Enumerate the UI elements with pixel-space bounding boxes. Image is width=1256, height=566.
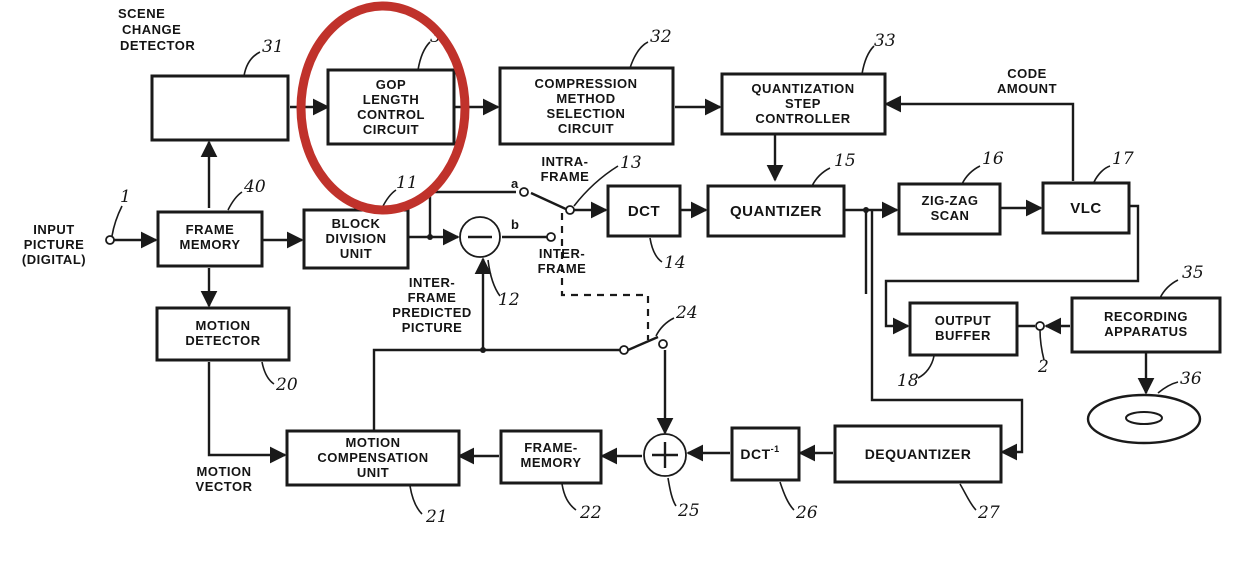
compression-method-block: COMPRESSIONMETHODSELECTIONCIRCUIT 32 bbox=[500, 27, 673, 144]
motion-vector-label: MOTIONVECTOR bbox=[196, 464, 253, 494]
svg-text:FRAMEMEMORY: FRAMEMEMORY bbox=[179, 222, 240, 252]
svg-text:DEQUANTIZER: DEQUANTIZER bbox=[865, 446, 972, 462]
output-buffer-block: OUTPUTBUFFER 18 bbox=[897, 303, 1017, 391]
dequantizer-block: DEQUANTIZER 27 bbox=[835, 426, 1001, 523]
svg-text:QUANTIZER: QUANTIZER bbox=[730, 203, 822, 220]
svg-text:DCT: DCT bbox=[628, 203, 660, 220]
scene-change-detector-block: SCENECHANGEDETECTOR 31 bbox=[118, 6, 288, 140]
frame-memory-loop-ref: 22 bbox=[579, 503, 602, 523]
adder-ref: 25 bbox=[677, 501, 700, 521]
zigzag-ref: 16 bbox=[982, 149, 1004, 169]
switch-13-ref: 13 bbox=[620, 153, 642, 173]
scene-change-detector-label: SCENECHANGEDETECTOR bbox=[118, 6, 195, 53]
gop-length-control-block: GOPLENGTHCONTROLCIRCUIT 3 bbox=[328, 27, 454, 144]
subtractor-ref: 12 bbox=[498, 290, 520, 310]
dequantizer-ref: 27 bbox=[977, 503, 1000, 523]
svg-text:MOTIONDETECTOR: MOTIONDETECTOR bbox=[185, 318, 260, 348]
disc-ref: 36 bbox=[1180, 369, 1202, 389]
output-buffer-ref: 18 bbox=[897, 371, 919, 391]
motion-detector-ref: 20 bbox=[275, 375, 298, 395]
vlc-block: VLC 17 bbox=[1043, 149, 1134, 233]
zigzag-scan-block: ZIG-ZAGSCAN 16 bbox=[899, 149, 1004, 234]
intra-frame-label: INTRA-FRAME bbox=[541, 154, 590, 184]
motion-compensation-unit-block: MOTIONCOMPENSATIONUNIT 21 bbox=[287, 431, 459, 527]
switch-b-label: b bbox=[511, 217, 519, 232]
motion-detector-block: MOTIONDETECTOR 20 bbox=[157, 308, 298, 395]
switch-24: 24 bbox=[620, 303, 698, 354]
input-ref: 1 bbox=[120, 187, 131, 207]
recording-apparatus-ref: 35 bbox=[1182, 263, 1204, 283]
code-amount-label: CODEAMOUNT bbox=[997, 66, 1057, 96]
scene-change-detector-ref: 31 bbox=[262, 37, 284, 57]
frame-memory-input-block: FRAMEMEMORY 40 bbox=[158, 177, 266, 266]
input-picture-label: INPUTPICTURE(DIGITAL) bbox=[22, 222, 86, 267]
inter-frame-predicted-label: INTER-FRAMEPREDICTEDPICTURE bbox=[392, 275, 472, 335]
switch-a-label: a bbox=[511, 176, 519, 191]
frame-memory-input-ref: 40 bbox=[243, 177, 266, 197]
inverse-dct-block: DCT-1 26 bbox=[732, 428, 818, 523]
block-division-unit-block: BLOCKDIVISIONUNIT 11 bbox=[304, 173, 418, 268]
vlc-ref: 17 bbox=[1112, 149, 1134, 169]
svg-text:VLC: VLC bbox=[1070, 200, 1102, 217]
output-ref: 2 bbox=[1037, 357, 1049, 377]
block-division-ref: 11 bbox=[396, 173, 418, 193]
inverse-dct-ref: 26 bbox=[795, 503, 818, 523]
compression-method-ref: 32 bbox=[650, 27, 672, 47]
frame-memory-loop-block: FRAME-MEMORY 22 bbox=[501, 431, 602, 523]
svg-text:OUTPUTBUFFER: OUTPUTBUFFER bbox=[935, 313, 991, 343]
quantizer-block: QUANTIZER 15 bbox=[708, 151, 856, 236]
switch-24-ref: 24 bbox=[675, 303, 698, 323]
inter-frame-label: INTER-FRAME bbox=[538, 246, 587, 276]
svg-text:FRAME-MEMORY: FRAME-MEMORY bbox=[520, 440, 581, 470]
adder-node: 25 bbox=[644, 434, 700, 521]
output-terminal: 2 bbox=[1036, 322, 1049, 377]
input-terminal: 1 bbox=[106, 187, 131, 244]
quantization-step-controller-block: QUANTIZATIONSTEPCONTROLLER 33 bbox=[722, 31, 896, 134]
dct-block: DCT 14 bbox=[608, 186, 686, 273]
quantizer-ref: 15 bbox=[834, 151, 856, 171]
motion-compensation-ref: 21 bbox=[425, 507, 448, 527]
dct-ref: 14 bbox=[664, 253, 686, 273]
quantization-step-ref: 33 bbox=[874, 31, 896, 51]
recording-apparatus-block: RECORDINGAPPARATUS 35 bbox=[1072, 263, 1220, 352]
svg-text:RECORDINGAPPARATUS: RECORDINGAPPARATUS bbox=[1104, 309, 1188, 339]
